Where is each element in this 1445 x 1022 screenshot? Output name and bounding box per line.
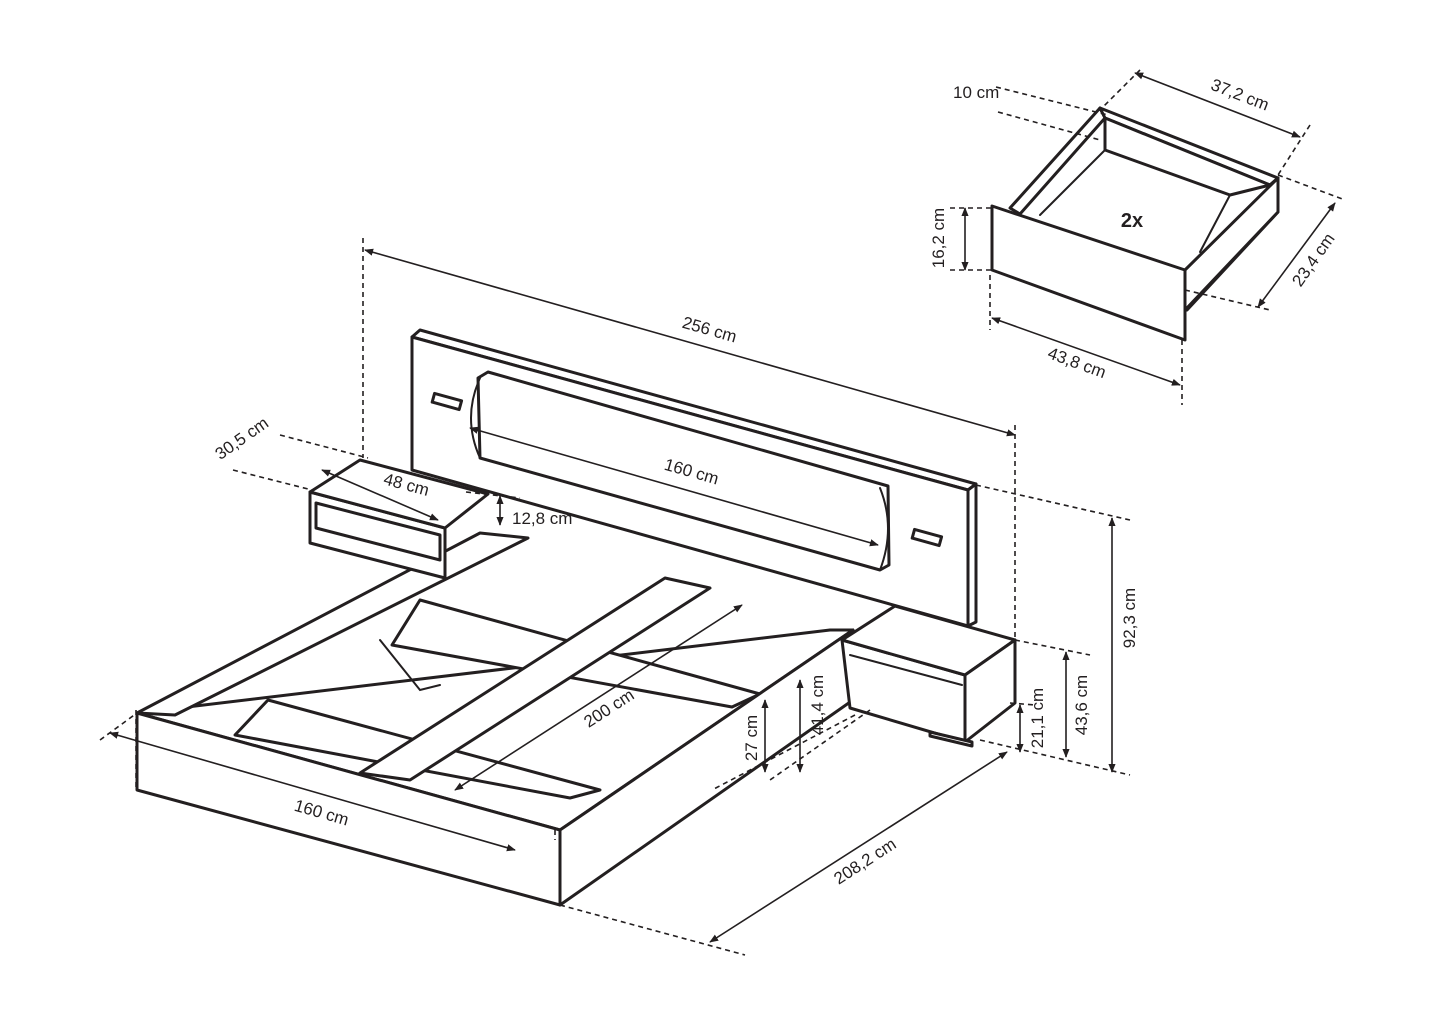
label-drawer-height: 16,2 cm <box>929 208 948 268</box>
label-drawer-quantity: 2x <box>1121 210 1143 232</box>
label-nightstand-depth: 30,5 cm <box>212 413 272 463</box>
nightstand-right <box>840 604 1017 748</box>
label-drawer-depth: 23,4 cm <box>1288 230 1338 290</box>
label-drawer-width: 37,2 cm <box>1208 75 1271 114</box>
headboard-light-right <box>910 527 944 548</box>
label-nightstand-height: 12,8 cm <box>512 509 572 528</box>
label-drawer-front-width: 43,8 cm <box>1045 344 1108 383</box>
dimension-arrows <box>109 72 1336 943</box>
label-frame-height: 27 cm <box>742 715 761 761</box>
label-side-height: 41,4 cm <box>808 675 827 735</box>
label-nightstand-top-height: 43,6 cm <box>1072 675 1091 735</box>
label-drawer-front-height: 10 cm <box>953 83 999 102</box>
label-total-height: 92,3 cm <box>1120 588 1139 648</box>
label-nightstand-floor-gap: 21,1 cm <box>1028 688 1047 748</box>
